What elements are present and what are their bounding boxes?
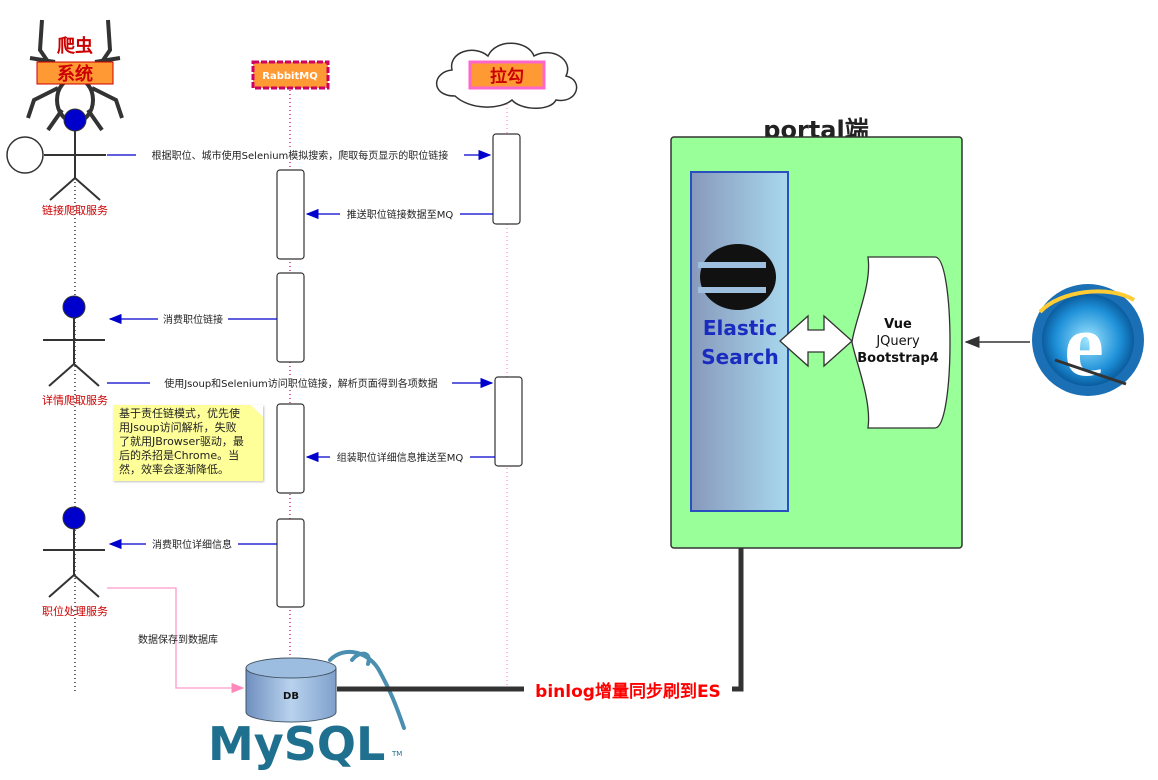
note-line-2: 用Jsoup访问解析，失败 [119,421,237,434]
elasticsearch-panel [690,171,789,512]
activation-lagou-2 [494,376,523,467]
crawler-title-line1: 爬虫 [57,35,93,57]
message-label-5: 组装职位详细信息推送至MQ [337,451,464,464]
actor-label-link-service: 链接爬取服务 [42,203,108,217]
note-line-1: 基于责任链模式，优先使 [119,407,240,420]
actor-link-service [44,108,106,201]
message-label-3: 消费职位链接 [163,313,223,326]
rabbitmq-label: RabbitMQ [262,71,317,82]
sync-arrow [337,501,756,692]
lagou-label-box [468,60,546,90]
rabbitmq-participant [251,60,330,90]
message-label-4: 使用Jsoup和Selenium访问职位链接，解析页面得到各项数据 [164,377,438,390]
sync-label: binlog增量同步刷到ES [535,681,721,702]
mysql-dolphin-icon [328,650,406,730]
activation-mq-2 [276,272,305,363]
frontend-label-line1: Vue [884,317,912,332]
frontend-label-line2: JQuery [875,334,920,349]
message-label-6: 消费职位详细信息 [152,538,232,551]
message-arrow-7 [107,587,245,694]
mysql-logo-text: MySQL [208,717,385,771]
svg-text:e: e [1064,296,1104,395]
lagou-label: 拉勾 [490,66,524,87]
elasticsearch-label-line2: Search [701,345,778,369]
message-label-1: 根据职位、城市使用Selenium模拟搜索，爬取每页显示的职位链接 [152,149,449,162]
database-cylinder [245,657,337,723]
activation-mq-3 [276,403,305,494]
elasticsearch-logo-icon [698,244,776,310]
actor-position-service [43,506,105,598]
message-label-2: 推送职位链接数据至MQ [347,208,454,221]
note-line-4: 后的杀招是Chrome。当 [119,449,240,462]
internet-explorer-icon: e [1032,284,1144,396]
actor-label-detail-service: 详情爬取服务 [42,393,108,407]
frontend-label-line3: Bootstrap4 [857,351,938,366]
note-line-3: 了就用JBrowser驱动，最 [119,435,244,448]
frontend-panel [851,256,951,429]
crawler-title-line2: 系统 [57,63,93,85]
actor-detail-service [43,295,105,387]
elasticsearch-label-line1: Elastic [703,316,777,340]
crawler-label-box [36,61,114,85]
activation-mq-4 [276,518,305,608]
mysql-logo-tm: TM [391,750,402,758]
boundary-circle [6,136,44,174]
actor-label-position-service: 职位处理服务 [42,604,108,618]
note-line-5: 然，效率会逐渐降低。 [119,463,229,476]
message-label-7: 数据保存到数据库 [138,633,218,646]
activation-lagou-1 [492,133,521,225]
database-label: DB [283,691,299,702]
activation-mq-1 [276,169,305,260]
note-chain-of-responsibility: 基于责任链模式，优先使 用Jsoup访问解析，失败 了就用JBrowser驱动，… [113,405,263,481]
